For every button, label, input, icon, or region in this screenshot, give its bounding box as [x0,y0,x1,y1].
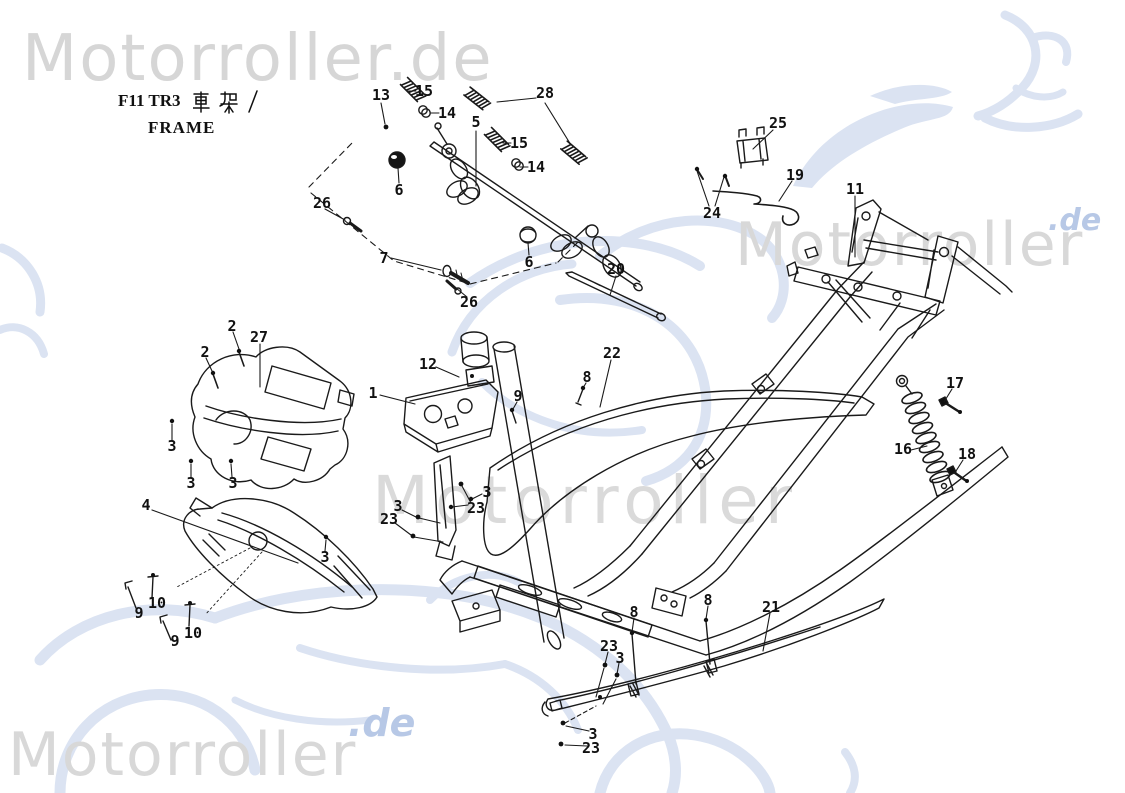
part-callout-11: 11 [845,180,865,198]
part-callout-26: 26 [312,194,332,212]
part-callout-8: 8 [703,591,713,609]
bushing-14a [418,105,428,115]
part-callout-23: 23 [379,510,399,528]
part-callout-4: 4 [141,496,151,514]
part-callout-23: 23 [581,739,601,757]
bolt-8a [575,388,584,406]
clamp-12 [465,365,495,387]
part-callout-6: 6 [394,181,404,199]
part-callout-8: 8 [582,368,592,386]
part-callout-18: 18 [957,445,977,463]
pin-2a [238,351,245,367]
part-callout-9: 9 [134,604,144,622]
part-callout-24: 24 [702,204,722,222]
part-callout-2: 2 [200,343,210,361]
floor-panel-21 [541,598,885,717]
screw-24b [725,177,730,187]
part-callout-15: 15 [509,134,529,152]
part-callout-3: 3 [186,474,196,492]
part-callout-7: 7 [379,249,389,267]
rear-shock-absorber-16 [895,374,967,497]
bushing-14b [511,158,521,168]
screw-26a [342,216,352,226]
screw-24a [697,170,704,180]
part-callout-21: 21 [761,598,781,616]
part-callout-27: 27 [249,328,269,346]
screw-26b [454,287,462,295]
scooter-logo-watermarks [0,10,1083,793]
part-callout-6: 6 [524,253,534,271]
watermark-center-right: Motorroller [735,210,1084,280]
screw-9a [124,580,137,609]
front-inner-panel-27 [190,346,355,490]
small-fasteners [124,351,714,698]
watermark-texts: Motorroller.de Motorroller Motorroller .… [8,22,1101,790]
part-callout-23: 23 [466,499,486,517]
part-callout-13: 13 [371,86,391,104]
watermark-center: Motorroller [372,462,798,539]
main-frame [433,261,1009,656]
bolt-8b [629,633,640,698]
part-callout-3: 3 [482,483,492,501]
under-seat-cover-22 [482,389,875,556]
part-callout-2: 2 [227,317,237,335]
part-callout-28: 28 [535,84,555,102]
part-callout-3: 3 [167,437,177,455]
part-callout-3: 3 [228,474,238,492]
rear-frame-section-11 [786,199,1013,339]
leader-dots [151,124,969,747]
part-callout-3: 3 [320,548,330,566]
screw-9c [511,410,517,424]
part-callout-8: 8 [629,603,639,621]
part-callout-1: 1 [368,384,378,402]
part-callout-10: 10 [147,594,167,612]
watermark-bottom-left: Motorroller [8,720,357,790]
stand-rod-20 [565,271,666,322]
part-callout-17: 17 [945,374,965,392]
part-callout-14: 14 [437,104,457,122]
part-callout-12: 12 [418,355,438,373]
bolt-8c [703,620,714,678]
pin-2b [212,373,219,389]
part-callout-25: 25 [768,114,788,132]
part-callout-16: 16 [893,440,913,458]
part-callout-20: 20 [606,260,626,278]
part-callout-5: 5 [471,113,481,131]
part-callout-14: 14 [526,158,546,176]
subtitle: FRAME [148,118,216,137]
steering-column [403,331,565,650]
model-code: F11 TR3 [118,91,181,110]
part-callout-10: 10 [183,624,203,642]
part-callout-15: 15 [414,82,434,100]
part-callout-23: 23 [599,637,619,655]
part-callout-3: 3 [588,725,598,743]
part-callout-3: 3 [393,497,403,515]
watermark-de-right: .de [1048,203,1101,238]
watermark-de-bottom: .de [348,701,415,745]
part-callout-9: 9 [170,632,180,650]
cjk-frame-text [192,90,258,114]
seat-lock-bracket-25 [697,126,800,226]
part-callout-26: 26 [459,293,479,311]
front-lower-panel-4 [183,497,378,614]
title-block: F11 TR3 FRAME [118,88,263,138]
bolt-18 [946,465,957,476]
part-callout-19: 19 [785,166,805,184]
part-callout-9: 9 [513,387,523,405]
spring-wire-19 [712,190,800,226]
screw-9b [159,614,172,641]
part-callout-22: 22 [602,344,622,362]
part-callout-3: 3 [615,649,625,667]
leader-lines [151,90,964,747]
